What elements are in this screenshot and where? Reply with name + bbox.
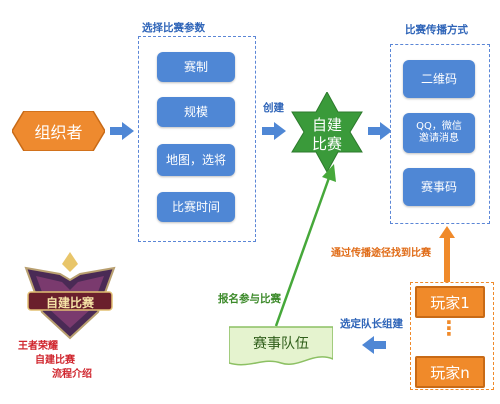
organizer-node: 组织者 xyxy=(12,111,105,151)
players-ellipsis: ⋮ xyxy=(439,316,459,340)
arrow-params-to-center-icon xyxy=(262,122,286,140)
param-map-button[interactable]: 地图，选将 xyxy=(157,144,235,176)
center-line-2: 比赛 xyxy=(311,135,342,153)
kog-crest-icon xyxy=(24,252,116,340)
join-match-label: 报名参与比赛 xyxy=(218,293,281,305)
arrow-players-to-spread-icon xyxy=(439,226,455,284)
select-leader-label: 选定队长组建 xyxy=(340,318,403,330)
organizer-label: 组织者 xyxy=(34,123,83,142)
arrow-team-to-center-icon xyxy=(274,164,336,327)
spread-invite-line-1: QQ，微信 xyxy=(416,121,462,132)
find-match-label: 通过传播途径找到比赛 xyxy=(331,248,431,259)
kog-logo: 自建比赛 xyxy=(22,250,118,340)
center-line-1: 自建 xyxy=(311,116,342,134)
team-node: 赛事队伍 xyxy=(229,325,333,367)
caption-line-2: 自建比赛 xyxy=(35,355,75,366)
spread-qrcode-button[interactable]: 二维码 xyxy=(403,60,475,98)
param-time-button[interactable]: 比赛时间 xyxy=(157,192,235,222)
team-label: 赛事队伍 xyxy=(253,336,309,352)
caption-line-1: 王者荣耀 xyxy=(18,341,58,352)
custom-match-node: 自建 比赛 xyxy=(290,92,364,172)
organizer-hexagon-icon xyxy=(12,111,105,151)
param-scale-button[interactable]: 规模 xyxy=(157,97,235,127)
spread-invite-button[interactable]: QQ，微信 邀请消息 xyxy=(403,113,475,153)
arrow-organizer-to-params-icon xyxy=(110,122,134,140)
logo-text: 自建比赛 xyxy=(45,296,94,310)
player-n-box[interactable]: 玩家n xyxy=(415,356,485,388)
param-format-button[interactable]: 赛制 xyxy=(157,52,235,82)
team-banner-icon xyxy=(229,326,333,366)
player-1-box[interactable]: 玩家1 xyxy=(415,286,485,318)
hexagram-star-icon xyxy=(291,92,363,172)
params-heading: 选择比赛参数 xyxy=(142,22,205,34)
create-label: 创建 xyxy=(263,102,284,114)
caption-line-3: 流程介绍 xyxy=(52,369,92,380)
spread-code-button[interactable]: 赛事码 xyxy=(403,168,475,206)
spread-invite-line-2: 邀请消息 xyxy=(419,133,459,144)
arrow-center-to-spread-icon xyxy=(368,122,392,140)
spread-heading: 比赛传播方式 xyxy=(405,24,468,36)
arrow-players-to-team-icon xyxy=(362,336,386,354)
